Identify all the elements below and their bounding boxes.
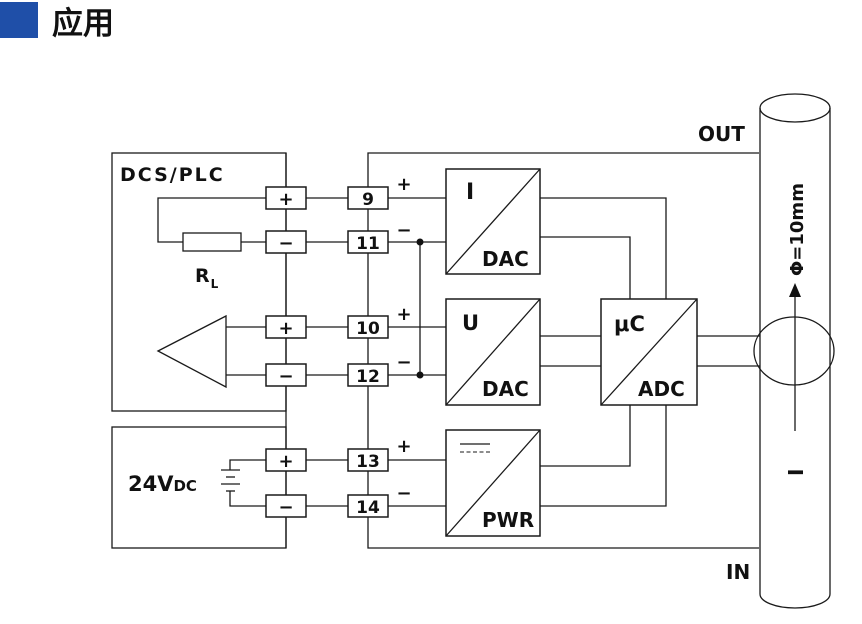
voltage-dac-label: DAC: [482, 377, 529, 401]
diameter-label: Φ=10mm: [787, 183, 808, 276]
dcs-plus-sign: +: [278, 318, 293, 339]
terminal-number: 11: [356, 234, 380, 254]
supply-terminal-minus: [265, 494, 307, 518]
in-label: IN: [726, 560, 750, 584]
module-plus-sign: +: [396, 436, 411, 457]
terminal-10: [347, 315, 389, 339]
junction-dot: [416, 371, 424, 379]
module-minus-sign: −: [396, 483, 411, 504]
out-label: OUT: [698, 122, 745, 146]
current-label: I: [784, 469, 808, 476]
power-block-label: PWR: [482, 508, 534, 532]
terminal-number: 13: [356, 452, 380, 472]
voltage-dac-symbol: U: [462, 311, 479, 335]
dcs-minus-sign: −: [278, 233, 293, 254]
supply-terminal-plus: [265, 448, 307, 472]
supply-label: 24VDC: [128, 472, 197, 496]
terminal-number: 14: [356, 498, 380, 518]
terminal-number: 12: [356, 367, 380, 387]
terminal-12: [347, 363, 389, 387]
conductor-icon: [759, 93, 831, 609]
resistor-loop-wire: [157, 197, 266, 243]
dcs-terminal-plus-1: [265, 186, 307, 210]
dcs-terminal-minus-1: [265, 230, 307, 254]
terminal-number: 9: [362, 190, 374, 210]
title-square-icon: [0, 2, 38, 38]
terminal-9: [347, 186, 389, 210]
battery-icon: [221, 459, 266, 507]
module-plus-sign: +: [396, 174, 411, 195]
microcontroller-block: μC ADC: [600, 298, 698, 406]
dcs-plus-sign: +: [278, 189, 293, 210]
voltage-dac-block: U DAC: [445, 298, 541, 406]
power-block: PWR: [445, 429, 541, 537]
dcs-terminal-plus-2: [265, 315, 307, 339]
terminal-11: [347, 230, 389, 254]
sensing-coil-icon: [753, 316, 835, 386]
supply-plus-sign: +: [278, 451, 293, 472]
current-dac-label: DAC: [482, 247, 529, 271]
module-minus-sign: −: [396, 220, 411, 241]
module-minus-sign: −: [396, 352, 411, 373]
amplifier-icon: [156, 314, 227, 389]
load-resistor-icon: [182, 232, 242, 252]
module-plus-sign: +: [396, 304, 411, 325]
current-direction-arrow-icon: [789, 283, 801, 431]
dcs-terminal-minus-2: [265, 363, 307, 387]
terminal-14: [347, 494, 389, 518]
terminal-number: 10: [356, 319, 380, 339]
terminal-13: [347, 448, 389, 472]
dcs-minus-sign: −: [278, 366, 293, 387]
current-dac-block: I DAC: [445, 168, 541, 275]
microcontroller-label: μC: [614, 312, 645, 336]
junction-dot: [416, 238, 424, 246]
supply-minus-sign: −: [278, 497, 293, 518]
page-title: 应用: [52, 6, 114, 42]
dcs-plc-label: DCS/PLC: [120, 164, 225, 186]
adc-label: ADC: [638, 377, 685, 401]
current-dac-symbol: I: [466, 180, 474, 205]
module-outline: [367, 152, 759, 549]
resistor-label: RL: [195, 265, 219, 291]
